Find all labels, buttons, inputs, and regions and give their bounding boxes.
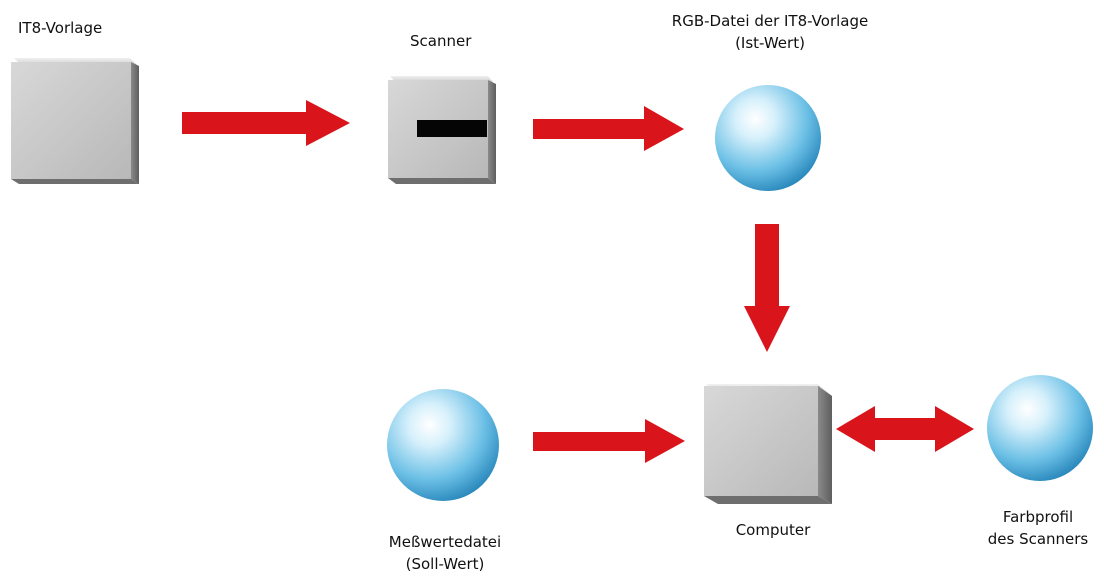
color-profile-sphere xyxy=(987,375,1093,481)
arrow-template-to-scanner xyxy=(182,100,350,146)
measurement-file-sphere xyxy=(387,389,499,501)
color-profile-label: Farbprofil des Scanners xyxy=(987,508,1089,548)
arrow-rgb-to-computer xyxy=(744,224,790,352)
rgb-file-sphere xyxy=(715,85,821,191)
arrow-scanner-to-rgb xyxy=(533,106,684,151)
scanner-box xyxy=(388,76,496,184)
rgb-file-label: RGB-Datei der IT8-Vorlage (Ist-Wert) xyxy=(671,12,869,52)
measurement-file-label: Meßwertedatei (Soll-Wert) xyxy=(388,533,502,573)
scanner-slot xyxy=(417,120,487,137)
computer-box xyxy=(704,384,832,504)
computer-label: Computer xyxy=(735,521,811,539)
scanner-label: Scanner xyxy=(410,32,472,50)
it8-template-box xyxy=(11,58,139,184)
it8-template-label: IT8-Vorlage xyxy=(18,19,103,37)
arrow-measurement-to-computer xyxy=(533,419,685,463)
arrow-computer-profile-bidirectional xyxy=(836,406,974,452)
